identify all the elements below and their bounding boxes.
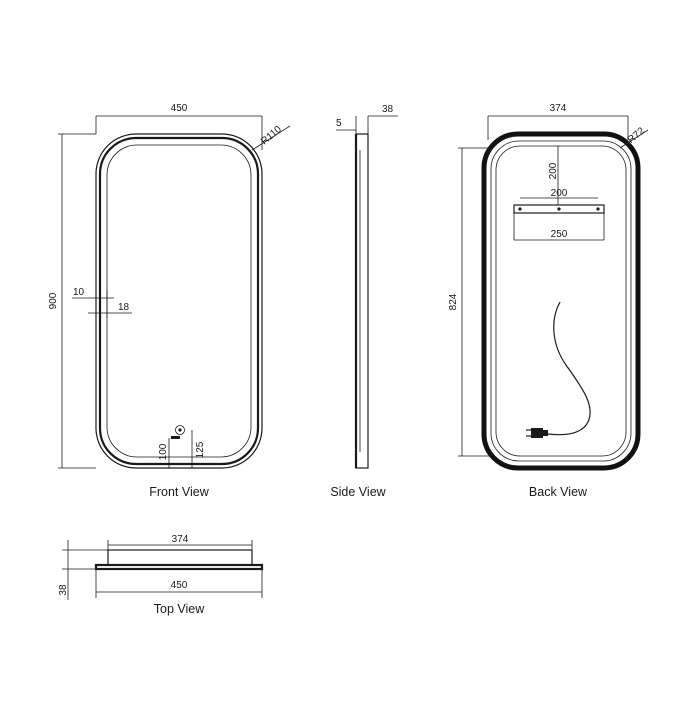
- front-height-label: 900: [48, 292, 59, 309]
- back-frame: [490, 140, 632, 462]
- top-view-caption: Top View: [154, 602, 205, 616]
- power-cord-icon: [547, 301, 591, 436]
- back-bracket-width-label: 250: [551, 229, 568, 240]
- front-view: 450 R110 900 10 18 100 125 Front View: [48, 103, 291, 499]
- front-switch-a-label: 100: [158, 443, 169, 460]
- top-profile-front: [94, 563, 264, 571]
- front-frame-inner-label: 18: [118, 302, 130, 313]
- front-mirror-outer: [95, 133, 263, 469]
- front-view-caption: Front View: [149, 485, 209, 499]
- hanging-bracket: [513, 204, 605, 214]
- side-view-caption: Side View: [330, 485, 386, 499]
- top-outer-width-label: 450: [171, 580, 188, 591]
- front-mirror-inner: [106, 144, 252, 458]
- back-bracket-offset-label: 200: [548, 162, 559, 179]
- back-width-label: 374: [550, 103, 567, 114]
- top-view: 374 450 38 Top View: [58, 534, 264, 616]
- top-profile-back: [107, 549, 253, 566]
- front-mirror-frame: [98, 136, 260, 466]
- front-radius-label: R110: [259, 124, 284, 148]
- side-profile: [355, 133, 369, 469]
- plug-icon: [526, 428, 548, 438]
- side-thickness-label: 5: [336, 118, 342, 129]
- front-width-label: 450: [171, 103, 188, 114]
- front-frame-outer-label: 10: [73, 287, 85, 298]
- top-depth-label: 38: [58, 584, 69, 596]
- back-bracket-span-label: 200: [551, 188, 568, 199]
- back-outer: [481, 131, 641, 471]
- sensor-icon: [171, 436, 180, 439]
- top-inner-width-label: 374: [172, 534, 189, 545]
- back-height-label: 824: [448, 293, 459, 310]
- side-depth-label: 38: [382, 104, 394, 115]
- back-view-caption: Back View: [529, 485, 588, 499]
- front-switch-b-label: 125: [195, 441, 206, 458]
- back-inner: [495, 145, 627, 457]
- back-radius-label: R72: [626, 125, 647, 146]
- touch-switch-icon: [175, 425, 185, 435]
- back-view: 374 R72 824 200 200 250 B: [448, 103, 649, 499]
- side-view: 38 5 Side View: [330, 104, 398, 499]
